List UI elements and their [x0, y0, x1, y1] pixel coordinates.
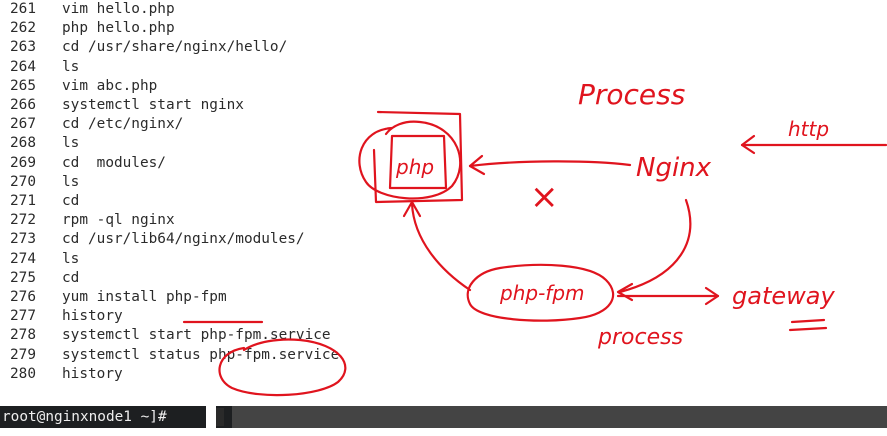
shell-prompt: root@nginxnode1 ~]# — [0, 406, 232, 428]
nginx-to-fpm-arrowhead — [616, 282, 634, 302]
history-command: cd /usr/share/nginx/hello/ — [62, 39, 288, 56]
history-number: 273 — [10, 231, 36, 248]
history-command: cd — [62, 269, 80, 286]
history-command: ls — [62, 173, 80, 190]
history-command: cd modules/ — [62, 154, 166, 171]
history-number: 263 — [10, 39, 36, 56]
history-number: 274 — [10, 250, 36, 267]
history-number: 277 — [10, 308, 36, 325]
http-label: http — [788, 117, 829, 141]
history-number: 271 — [10, 193, 36, 209]
fpm-gateway-arrowhead-right — [704, 286, 720, 306]
history-command: systemctl status php-fpm.service — [62, 346, 340, 363]
history-number: 266 — [10, 97, 36, 113]
history-command: rpm -ql nginx — [62, 212, 175, 229]
gateway-mark — [788, 318, 828, 332]
history-number: 279 — [10, 346, 36, 363]
nginx-to-php-arrow — [468, 160, 632, 168]
history-command: ls — [62, 58, 80, 75]
history-command: history — [62, 308, 123, 325]
history-command: cd /usr/lib64/nginx/modules/ — [62, 231, 305, 248]
http-arrowhead — [740, 134, 756, 155]
text-cursor — [216, 408, 224, 426]
history-command: vim hello.php — [62, 1, 175, 17]
history-command: history — [62, 365, 123, 382]
php-fpm-ellipse — [466, 263, 615, 322]
history-number: 262 — [10, 20, 36, 37]
history-number: 261 — [10, 1, 36, 17]
php-label: php — [395, 155, 434, 179]
php-fpm-service-circle — [218, 338, 347, 397]
history-command: cd /etc/nginx/ — [62, 116, 184, 133]
history-number: 278 — [10, 327, 36, 344]
history-command: cd — [62, 193, 80, 209]
cross-mark: × — [530, 177, 559, 217]
history-command: ls — [62, 135, 80, 152]
history-number: 276 — [10, 289, 36, 305]
fpm-to-php-curve — [410, 202, 472, 292]
history-command: ls — [62, 250, 80, 267]
history-number: 267 — [10, 116, 36, 133]
php-fpm-label: php-fpm — [499, 281, 585, 305]
process-label-top: Process — [578, 78, 685, 111]
prompt-bar[interactable]: root@nginxnode1 ~]# — [0, 406, 887, 428]
history-number: 268 — [10, 135, 36, 152]
nginx-label: Nginx — [636, 153, 712, 183]
history-command: yum install php-fpm — [62, 289, 227, 305]
history-number: 265 — [10, 77, 36, 94]
nginx-to-php-arrowhead — [468, 154, 486, 176]
fpm-to-php-arrowhead — [402, 200, 422, 218]
php-box-inner — [388, 134, 448, 190]
history-number: 269 — [10, 154, 36, 171]
history-number: 272 — [10, 212, 36, 229]
history-number: 275 — [10, 269, 36, 286]
history-number: 270 — [10, 173, 36, 190]
gateway-label: gateway — [732, 282, 835, 310]
prompt-gap — [206, 406, 216, 428]
history-number: 264 — [10, 58, 36, 75]
history-command: vim abc.php — [62, 77, 158, 94]
php-box-outer — [372, 110, 464, 204]
history-command: systemctl start nginx — [62, 97, 244, 113]
process-label-bottom: process — [597, 325, 683, 350]
nginx-to-fpm-curve — [618, 198, 692, 294]
php-box-loop — [358, 120, 462, 200]
history-number: 280 — [10, 365, 36, 382]
history-command: php hello.php — [62, 20, 175, 37]
